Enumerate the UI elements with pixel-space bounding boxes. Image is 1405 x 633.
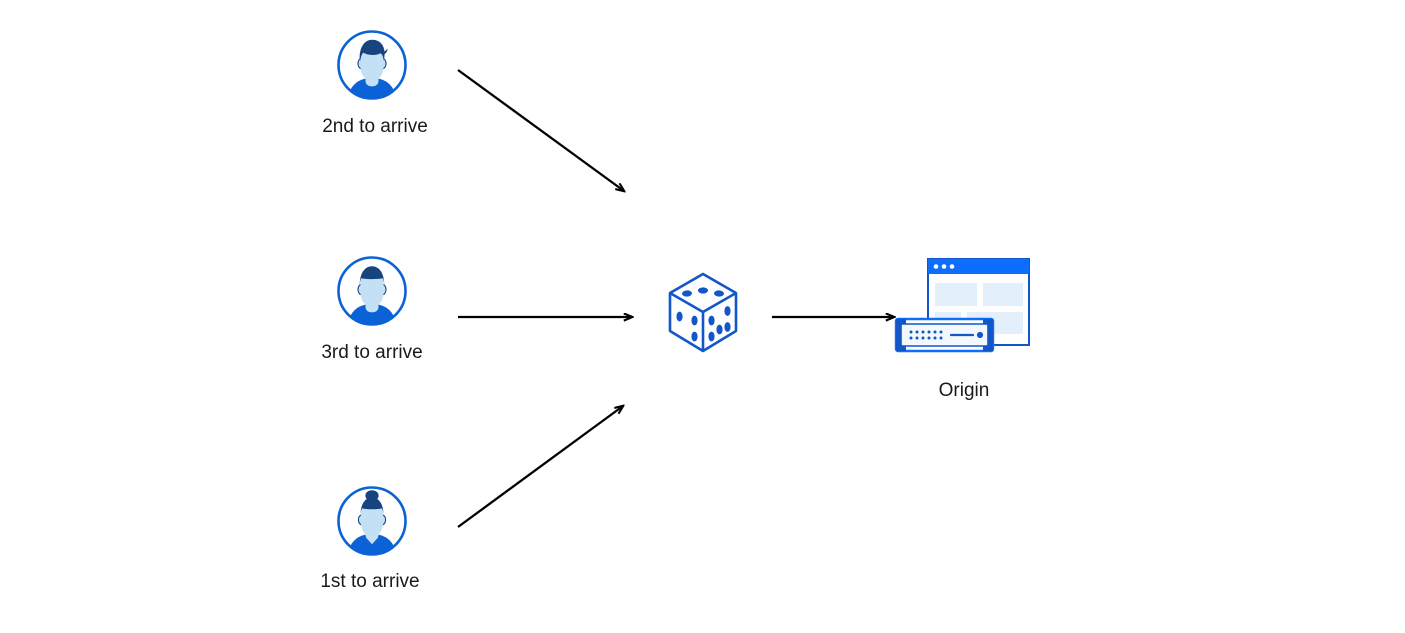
user-avatar-icon: [335, 28, 409, 102]
arrow-1st-to-dice: [457, 406, 623, 528]
user-avatar-icon: [335, 254, 409, 328]
server-appliance: [894, 317, 995, 353]
browser-window: [927, 258, 1030, 346]
node-label-visitor-3rd: 3rd to arrive: [321, 342, 423, 363]
user-avatar-icon: [335, 484, 409, 558]
node-label-origin: Origin: [938, 380, 990, 401]
node-label-visitor-1st: 1st to arrive: [320, 571, 420, 592]
arrow-2nd-to-dice: [457, 69, 624, 191]
origin-server-icon: [893, 256, 1035, 366]
node-label-visitor-2nd: 2nd to arrive: [322, 116, 428, 137]
dice-icon: [662, 268, 744, 358]
